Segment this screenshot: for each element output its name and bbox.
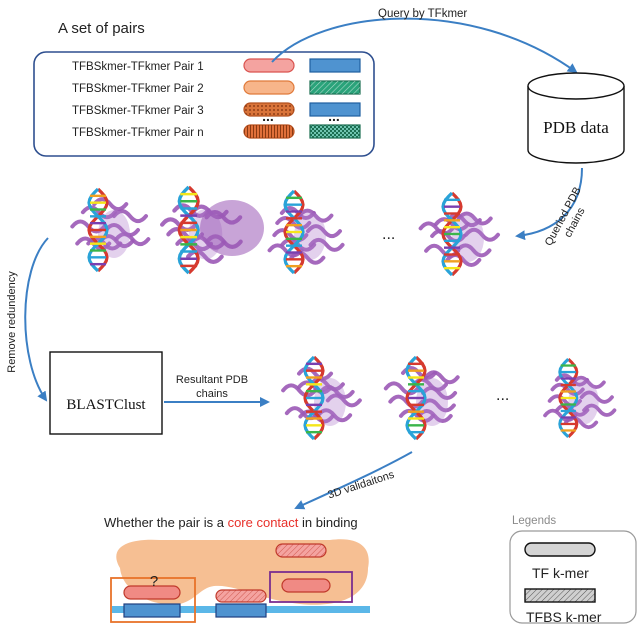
pairs-title: A set of pairs: [58, 20, 145, 37]
tf-kmer-4: [281, 578, 331, 593]
pair-row: TFBSkmer-TFkmer Pair n: [72, 124, 361, 139]
binding-illustration: ?: [110, 539, 370, 623]
pair-label: TFBSkmer-TFkmer Pair 3: [72, 105, 204, 117]
remove-redundancy-label: Remove redundency: [6, 271, 18, 373]
tfbs-kmer-swatch: [309, 58, 361, 73]
legend-tfbs-label: TFBS k-mer: [526, 609, 602, 625]
pdb-label: PDB data: [543, 118, 609, 137]
queried-structures: [70, 185, 500, 277]
pair-row: TFBSkmer-TFkmer Pair 2: [72, 80, 361, 95]
protein-mass: [200, 200, 264, 256]
tfbs-kmer-1: [123, 603, 181, 618]
pdb-database-icon: [527, 72, 625, 164]
pair-row: TFBSkmer-TFkmer Pair 3: [72, 102, 361, 117]
tf-kmer-1: [123, 585, 181, 600]
queried-arrow: [515, 167, 583, 241]
tfbs-kmer-swatch: [309, 102, 361, 117]
resultant-label-line2: chains: [196, 388, 228, 400]
tf-kmer-swatch: [243, 58, 295, 73]
candidate-box-orange: [110, 577, 196, 623]
pair-label: TFBSkmer-TFkmer Pair 2: [72, 83, 204, 95]
pdb-structure-icon: [418, 191, 500, 277]
question-mark: ?: [150, 573, 158, 590]
tf-kmer-swatch: [243, 80, 295, 95]
validation-arrow: [294, 451, 413, 510]
resultant-ellipsis: ...: [496, 387, 509, 404]
resultant-structures: [281, 355, 617, 441]
pairs-ellipsis: ...: [262, 108, 274, 124]
blastclust-label: BLASTClust: [66, 397, 146, 413]
pairs-ellipsis: ...: [328, 108, 340, 124]
remove-redundancy-arrow: [24, 237, 49, 402]
legend-tf-swatch: [524, 542, 596, 557]
legend-tf-label: TF k-mer: [532, 565, 589, 581]
query-arrow: [271, 17, 578, 74]
pair-label: TFBSkmer-TFkmer Pair 1: [72, 61, 204, 73]
pair-row: TFBSkmer-TFkmer Pair 1: [72, 58, 361, 73]
pair-label: TFBSkmer-TFkmer Pair n: [72, 127, 204, 139]
query-label: Query by TFkmer: [378, 8, 467, 20]
pdb-structure-icon: [267, 189, 345, 275]
queried-ellipsis: ...: [382, 226, 395, 243]
tfbs-kmer-2: [215, 603, 267, 618]
core-contact-question: Whether the pair is a core contact in bi…: [104, 515, 358, 530]
legend-title: Legends: [512, 515, 556, 527]
validation-label: 3D validaitons: [326, 469, 396, 502]
candidate-box-purple: [269, 571, 353, 603]
resultant-label-line1: Resultant PDB: [176, 374, 248, 386]
pairs-list: TFBSkmer-TFkmer Pair 1 TFBSkmer-TFkmer Pa…: [72, 58, 361, 139]
pdb-structure-icon: [70, 187, 151, 273]
pdb-structure-icon: [543, 358, 617, 438]
legend-tfbs-swatch: [524, 588, 596, 603]
pdb-structure-icon: [281, 355, 362, 441]
blastclust-box: [49, 351, 163, 435]
pdb-structure-icon: [383, 355, 460, 441]
